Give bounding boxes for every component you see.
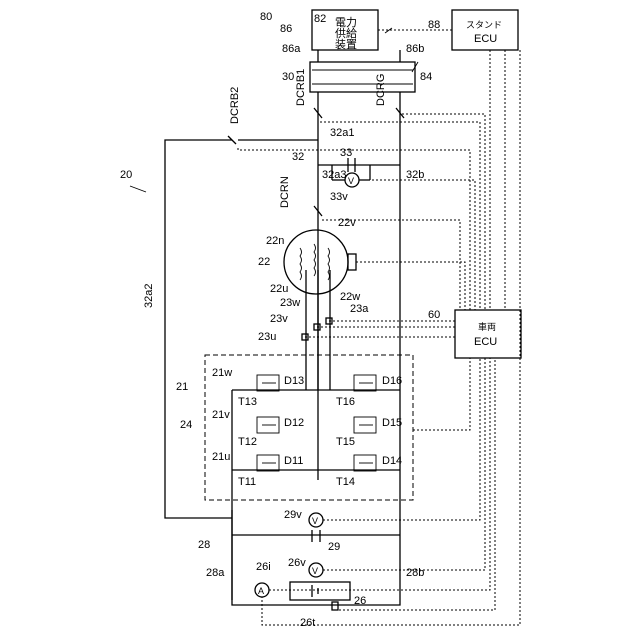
label-t15: T15 <box>336 436 355 448</box>
ref-86a: 86a <box>282 43 301 55</box>
ref-32b: 32b <box>406 169 424 181</box>
ref-22u: 22u <box>270 283 288 295</box>
motor-22 <box>284 230 348 294</box>
voltmeter-26v-label: V <box>312 566 318 576</box>
ref-21v: 21v <box>212 409 230 421</box>
battery-26 <box>290 582 350 600</box>
vehicle-ecu-text-1: 車両 <box>478 321 496 332</box>
switch-t16 <box>354 375 376 391</box>
label-dcrb1: DCRB1 <box>295 69 307 106</box>
ref-22v: 22v <box>338 217 356 229</box>
voltmeter-33v-label: V <box>348 176 354 186</box>
ref-28: 28 <box>198 539 210 551</box>
ref-30: 30 <box>282 71 294 83</box>
label-d15: D15 <box>382 417 402 429</box>
label-t16: T16 <box>336 396 355 408</box>
ref-26v: 26v <box>288 557 306 569</box>
label-d11: D11 <box>284 455 303 467</box>
label-dcrg: DCRG <box>375 74 387 106</box>
label-d13: D13 <box>284 375 304 387</box>
ref-32: 32 <box>292 151 304 163</box>
power-supply-text-2: 供給 <box>335 26 357 40</box>
vehicle-ecu-text-2: ECU <box>474 336 497 348</box>
label-t13: T13 <box>238 396 257 408</box>
ref-22: 22 <box>258 256 270 268</box>
label-d14: D14 <box>382 455 402 467</box>
ref-23a: 23a <box>350 303 369 315</box>
label-t11: T11 <box>238 476 256 488</box>
ref-32a3: 32a3 <box>322 169 346 181</box>
ref-22w: 22w <box>340 291 360 303</box>
ref-88: 88 <box>428 19 440 31</box>
ref-82: 82 <box>314 13 326 25</box>
switch-t13 <box>257 375 279 391</box>
switch-t12 <box>257 417 279 433</box>
ref-26i: 26i <box>256 561 271 573</box>
switch-t11 <box>257 455 279 471</box>
vehicle-ecu-box <box>455 310 521 358</box>
power-supply-text-3: 装置 <box>335 38 357 51</box>
label-t12: T12 <box>238 436 257 448</box>
voltmeter-29v-label: V <box>312 516 318 526</box>
ref-33: 33 <box>340 147 352 159</box>
label-dcrb2: DCRB2 <box>229 87 241 124</box>
stand-ecu-text-2: ECU <box>474 33 497 45</box>
ref-28b: 28b <box>406 567 424 579</box>
switch-t14 <box>354 455 376 471</box>
ref-26: 26 <box>354 595 366 607</box>
ref-23u: 23u <box>258 331 276 343</box>
ref-60: 60 <box>428 309 440 321</box>
ammeter-26i-label: A <box>258 586 264 596</box>
ref-33v: 33v <box>330 191 348 203</box>
stand-ecu-text-1: スタンド <box>466 20 502 30</box>
label-t14: T14 <box>336 476 355 488</box>
ref-84: 84 <box>420 71 432 83</box>
ref-86: 86 <box>280 23 292 35</box>
ref-21: 21 <box>176 381 188 393</box>
ref-24: 24 <box>180 419 192 431</box>
connector-30 <box>310 62 415 92</box>
label-dcrn: DCRN <box>279 176 291 208</box>
ref-23w: 23w <box>280 297 300 309</box>
ref-21u: 21u <box>212 451 230 463</box>
ref-86b: 86b <box>406 43 424 55</box>
ref-26t: 26t <box>300 617 315 629</box>
ref-22n: 22n <box>266 235 284 247</box>
switch-t15 <box>354 417 376 433</box>
label-d16: D16 <box>382 375 402 387</box>
ref-32a2: 32a2 <box>143 284 155 308</box>
ref-28a: 28a <box>206 567 225 579</box>
ref-29v: 29v <box>284 509 302 521</box>
ref-80: 80 <box>260 11 272 23</box>
ref-29: 29 <box>328 541 340 553</box>
ref-32a1: 32a1 <box>330 127 354 139</box>
label-d12: D12 <box>284 417 304 429</box>
ref-23v: 23v <box>270 313 288 325</box>
figure-number: 20 <box>120 169 132 181</box>
ref-21w: 21w <box>212 367 232 379</box>
